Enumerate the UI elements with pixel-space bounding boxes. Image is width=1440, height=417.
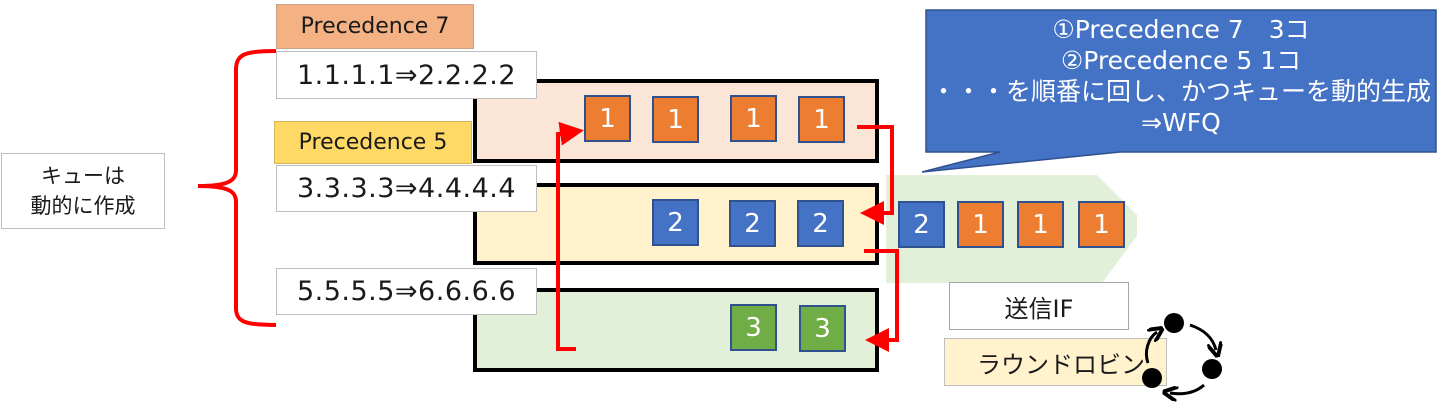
packet-label: 2 xyxy=(744,208,761,239)
round-robin-icon xyxy=(1142,313,1222,394)
packet-label: 3 xyxy=(745,312,762,343)
packet-label: 1 xyxy=(599,103,616,134)
flow-label-2: 3.3.3.3⇒4.4.4.4 xyxy=(276,165,537,212)
precedence-7-text: Precedence 7 xyxy=(300,14,450,39)
flow-label-3: 5.5.5.5⇒6.6.6.6 xyxy=(276,268,537,315)
callout-line-3: ・・・を順番に回し、かつキューを動的生成 xyxy=(930,77,1431,106)
output-packet: 1 xyxy=(1017,201,1064,248)
dynamic-queue-note: キューは 動的に作成 xyxy=(1,153,165,229)
flow-text-1: 1.1.1.1⇒2.2.2.2 xyxy=(296,59,517,91)
packet-label: 2 xyxy=(913,209,930,240)
precedence-7-label: Precedence 7 xyxy=(276,4,474,49)
round-robin-label: ラウンドロビン xyxy=(944,338,1167,386)
packet-label: 2 xyxy=(812,208,829,239)
note-line-2: 動的に作成 xyxy=(30,194,136,218)
packet-label: 2 xyxy=(667,207,684,238)
packet-label: 1 xyxy=(745,103,762,134)
packet-label: 1 xyxy=(1093,209,1110,240)
callout-line-1: ①Precedence 7 3コ xyxy=(1052,15,1310,44)
callout-bubble xyxy=(921,9,1437,173)
flow-label-1: 1.1.1.1⇒2.2.2.2 xyxy=(276,51,537,99)
flow-text-2: 3.3.3.3⇒4.4.4.4 xyxy=(296,173,517,204)
packet-q3: 3 xyxy=(799,305,846,352)
packet-q1: 1 xyxy=(730,95,777,142)
output-packet: 2 xyxy=(898,201,945,248)
callout-line-4: ⇒WFQ xyxy=(1141,108,1221,137)
output-stream-arrow xyxy=(886,175,1137,283)
callout-text: ①Precedence 7 3コ ②Precedence 5 1コ ・・・を順番… xyxy=(926,14,1436,138)
packet-label: 1 xyxy=(667,104,684,135)
precedence-5-text: Precedence 5 xyxy=(298,130,448,155)
note-line-1: キューは xyxy=(41,164,125,188)
packet-label: 3 xyxy=(814,313,831,344)
send-interface-text: 送信IF xyxy=(1004,294,1074,323)
output-packet: 1 xyxy=(957,201,1004,248)
brace-icon xyxy=(197,49,277,327)
output-packet: 1 xyxy=(1078,201,1125,248)
arrow-q2-to-q3 xyxy=(864,249,899,352)
precedence-5-label: Precedence 5 xyxy=(274,121,472,164)
packet-q1: 1 xyxy=(584,95,631,142)
packet-label: 1 xyxy=(972,209,989,240)
packet-q2: 2 xyxy=(797,200,844,247)
send-interface-label: 送信IF xyxy=(949,282,1129,330)
packet-q3: 3 xyxy=(730,304,777,351)
flow-text-3: 5.5.5.5⇒6.6.6.6 xyxy=(296,276,517,307)
packet-q2: 2 xyxy=(652,199,699,246)
round-robin-text: ラウンドロビン xyxy=(977,350,1145,379)
packet-q1: 1 xyxy=(652,96,699,143)
packet-q1: 1 xyxy=(798,96,845,143)
packet-label: 1 xyxy=(1032,209,1049,240)
packet-label: 1 xyxy=(813,104,830,135)
arrow-q3-to-q1 xyxy=(556,121,584,351)
callout-line-2: ②Precedence 5 1コ xyxy=(1060,46,1302,75)
packet-q2: 2 xyxy=(729,200,776,247)
arrow-q1-to-q2 xyxy=(857,125,894,225)
